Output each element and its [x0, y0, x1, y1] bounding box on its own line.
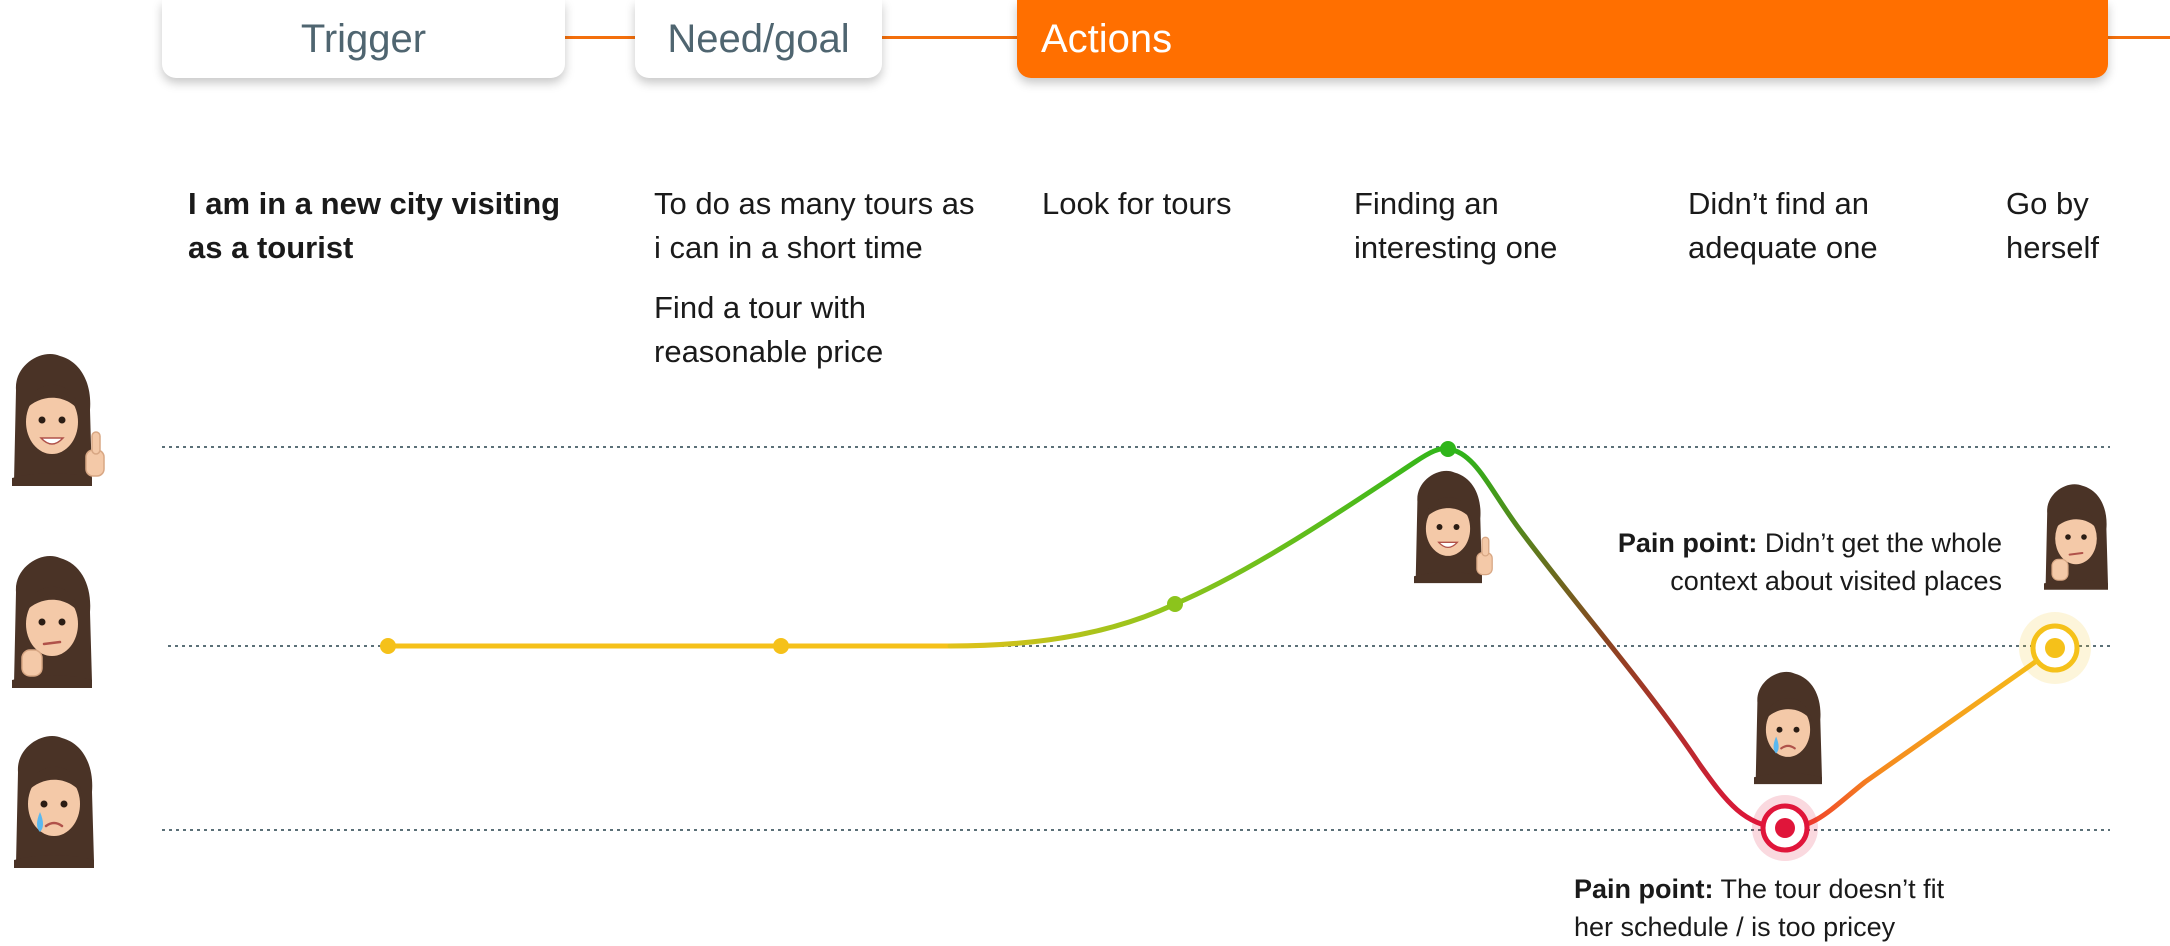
- stage-connector: [565, 36, 635, 39]
- step-text-line: reasonable price: [654, 334, 884, 369]
- step-goal-text: Find a tour with reasonable price: [654, 286, 994, 374]
- journey-curve-fall: [1445, 446, 1788, 831]
- pain-point-label: Pain point:: [1574, 874, 1714, 904]
- step-trigger-text: I am in a new city visiting as a tourist: [188, 182, 608, 270]
- pain-point-label: Pain point:: [1617, 528, 1758, 558]
- journey-point-didnt-find[interactable]: [1752, 795, 1818, 861]
- stage-connector: [2108, 36, 2170, 39]
- step-text-line: interesting one: [1354, 230, 1558, 265]
- step-text-line: Didn’t find an: [1688, 186, 1869, 221]
- thinking-avatar-icon: [12, 556, 92, 688]
- pain-point-text: context about visited places: [1670, 566, 2002, 596]
- step-text-line: Go by: [2006, 186, 2089, 221]
- step-text-line: herself: [2006, 230, 2100, 265]
- pain-point-text: Didn’t get the whole: [1764, 528, 2002, 558]
- journey-point-need[interactable]: [773, 638, 789, 654]
- pain-point-text: The tour doesn’t fit: [1720, 874, 1945, 904]
- step-text-line: i can in a short time: [654, 230, 923, 265]
- thinking-avatar-icon: [2044, 484, 2108, 590]
- step-text-line: Look for tours: [1042, 186, 1232, 221]
- journey-point-finding[interactable]: [1440, 441, 1456, 457]
- journey-curve-rise: [947, 446, 1451, 649]
- stage-connector: [882, 36, 1017, 39]
- step-go-herself-text: Go by herself: [2006, 182, 2156, 270]
- crying-avatar-icon: [1754, 671, 1822, 785]
- pain-point-line: Pain point: The tour doesn’t fit: [1574, 870, 2094, 908]
- step-text-line: Finding an: [1354, 186, 1499, 221]
- step-text-line: as a tourist: [188, 230, 354, 265]
- journey-point-look[interactable]: [1167, 596, 1183, 612]
- step-text-line: I am in a new city visiting: [188, 186, 561, 221]
- happy-thumbs-up-avatar-icon: [1414, 470, 1493, 584]
- stage-trigger[interactable]: Trigger: [162, 0, 565, 78]
- journey-curve-recover: [1782, 645, 2058, 831]
- crying-avatar-icon: [14, 736, 94, 868]
- pain-point-line: Pain point: Didn’t get the whole: [1442, 524, 2002, 562]
- step-need-text: To do as many tours as i can in a short …: [654, 182, 994, 270]
- step-text-line: To do as many tours as: [654, 186, 975, 221]
- step-look-text: Look for tours: [1042, 182, 1302, 226]
- step-text-line: adequate one: [1688, 230, 1878, 265]
- happy-thumbs-up-avatar-icon: [12, 354, 105, 486]
- step-didnt-find-text: Didn’t find an adequate one: [1688, 182, 1948, 270]
- step-finding-text: Finding an interesting one: [1354, 182, 1614, 270]
- step-text-line: Find a tour with: [654, 290, 866, 325]
- stage-actions[interactable]: Actions: [1017, 0, 2108, 78]
- stage-need-goal[interactable]: Need/goal: [635, 0, 882, 78]
- journey-point-trigger[interactable]: [380, 638, 396, 654]
- journey-point-go-herself[interactable]: [2019, 612, 2091, 684]
- pain-point-text: her schedule / is too pricey: [1574, 912, 1896, 942]
- pain-point-schedule: Pain point: The tour doesn’t fit her sch…: [1574, 870, 2094, 946]
- pain-point-context: Pain point: Didn’t get the whole context…: [1442, 524, 2002, 600]
